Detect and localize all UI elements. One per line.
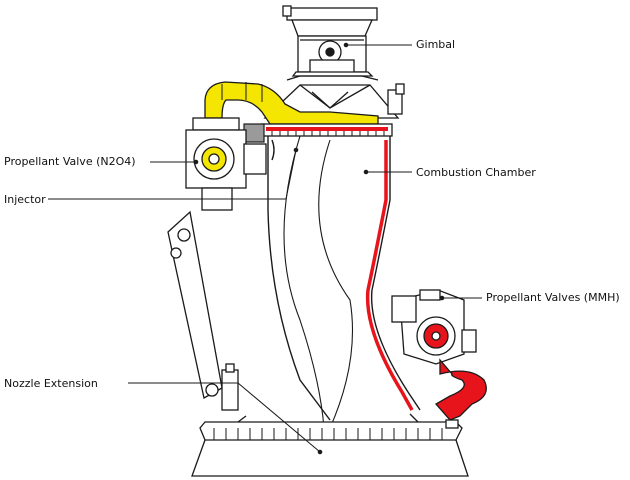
combustion-chamber — [267, 135, 421, 429]
n2o4-valve — [185, 117, 267, 211]
actuator-arm — [167, 210, 239, 411]
leader-nozzle — [128, 382, 321, 453]
label-nozzle-extension: Nozzle Extension — [4, 377, 98, 390]
label-propellant-valve-n2o4: Propellant Valve (N2O4) — [4, 155, 136, 168]
label-injector: Injector — [4, 193, 46, 206]
oxidizer-line — [204, 81, 379, 125]
label-gimbal: Gimbal — [416, 38, 456, 51]
injector-plate — [243, 123, 393, 143]
label-propellant-valves-mmh: Propellant Valves (MMH) — [486, 291, 620, 304]
nozzle-extension — [191, 413, 469, 477]
mmh-valve — [391, 289, 487, 421]
label-combustion-chamber: Combustion Chamber — [416, 166, 536, 179]
leader-lines — [48, 42, 482, 455]
gimbal-assembly — [282, 5, 379, 81]
leader-injector — [48, 149, 297, 200]
